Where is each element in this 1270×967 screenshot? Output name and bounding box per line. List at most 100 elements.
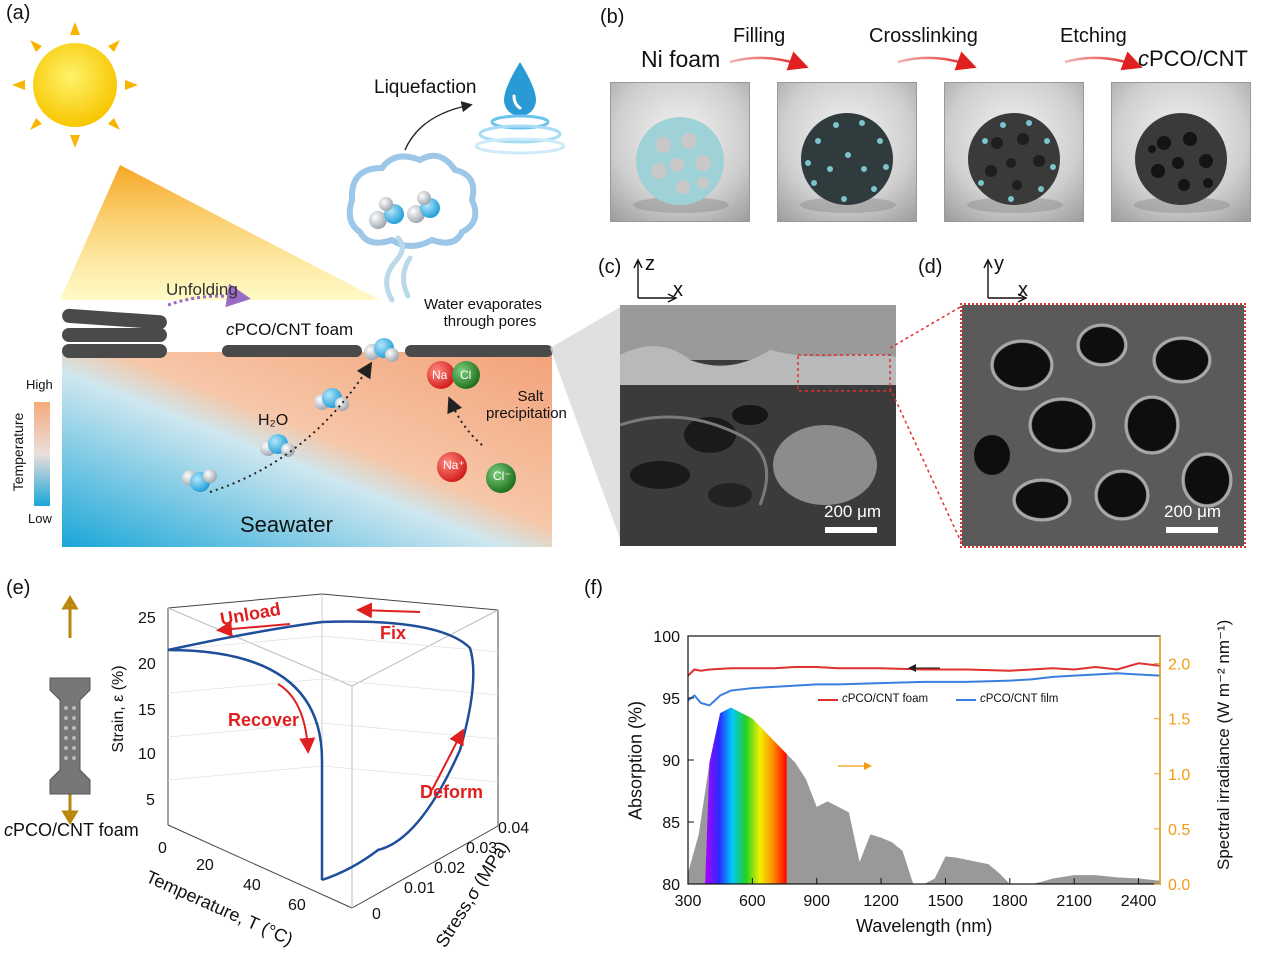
y2-tick-label: 1.0 (1168, 767, 1190, 784)
unfolding-label: Unfolding (166, 280, 238, 299)
foam-absorption-line (688, 662, 1160, 677)
sun-icon (12, 22, 138, 148)
cl-surface-label: Cl (460, 368, 472, 382)
sodium-ion-surface (427, 361, 455, 389)
stress-tick: 0.04 (498, 820, 530, 837)
temperature-tick: 40 (243, 877, 261, 894)
temperature-low-label: Low (28, 511, 52, 526)
y2-tick-label: 2.0 (1168, 657, 1190, 674)
legend-film-text: PCO/CNT film (985, 693, 1059, 705)
strain-tick: 5 (146, 792, 155, 809)
strain-tick: 15 (138, 702, 156, 719)
folded-foam-stack (62, 308, 167, 358)
sodium-ion-water (437, 452, 467, 482)
filled-foam-render (777, 82, 917, 222)
x-axis-label: Wavelength (nm) (856, 916, 993, 936)
foam-prefix: c (226, 320, 235, 339)
product-prefix: c (1138, 46, 1149, 71)
x-tick-label: 2100 (1056, 893, 1092, 910)
unload-arrow (216, 621, 291, 637)
y2-tick-label: 0.0 (1168, 877, 1190, 894)
cl-ion-label: Cl⁻ (493, 469, 511, 483)
d-scale-bar-label: 200 μm (1164, 502, 1222, 521)
right-axis-arrowhead (864, 762, 872, 770)
stress-tick: 0.03 (466, 840, 498, 857)
y-tick-label: 95 (662, 691, 680, 708)
visible-spectrum-area (705, 707, 787, 884)
deform-arrow (431, 728, 464, 791)
cloud-icon (346, 152, 479, 249)
c-axis-x: x (673, 279, 683, 301)
ni-foam-label: Ni foam (641, 46, 721, 72)
panel-label-f: (f) (584, 577, 603, 599)
y-tick-label: 80 (662, 877, 680, 894)
filling-arrow (729, 51, 809, 71)
evap-line-2: through pores (443, 313, 537, 330)
solar-evaporation-schematic (12, 22, 566, 547)
x-tick-label: 900 (803, 893, 830, 910)
water-molecule-icon (182, 469, 217, 492)
shape-memory-curve (167, 620, 475, 882)
unfolding-arrow (167, 283, 251, 308)
c-axis-z: z (645, 253, 655, 275)
salt-line-1: Salt (517, 388, 544, 405)
legend-film-label: cPCO/CNT film (980, 693, 1058, 705)
evap-line-1: Water evaporates (424, 296, 542, 313)
water-molecule-icon (369, 191, 440, 229)
d-axis-y: y (994, 253, 1004, 275)
temperature-tick: 0 (158, 840, 167, 857)
x-tick-label: 1800 (992, 893, 1028, 910)
temperature-tick: 20 (196, 857, 214, 874)
y-tick-label: 100 (653, 629, 680, 646)
fix-label: Fix (380, 623, 407, 643)
foam-label: cPCO/CNT foam (226, 320, 353, 340)
zx-axes-icon (633, 258, 678, 303)
panel-label-d: (d) (918, 256, 943, 278)
legend-foam-prefix: c (842, 693, 848, 705)
zoom-lines-d (890, 305, 963, 545)
evaporation-note: Water evaporates through pores (424, 296, 542, 330)
liquefaction-label: Liquefaction (374, 77, 477, 98)
c-scale-bar-label: 200 μm (824, 502, 882, 521)
panel-label-e: (e) (6, 577, 31, 599)
y-axis-label: Absorption (%) (625, 700, 646, 821)
etching-label: Etching (1060, 25, 1127, 47)
legend-foam-label: cPCO/CNT foam (842, 693, 928, 705)
sem-cross-section-image (620, 305, 896, 546)
x-tick-label: 600 (739, 893, 766, 910)
product-label-text: PCO/CNT (1149, 46, 1248, 71)
sunlight-beam (60, 165, 380, 300)
x-tick-label: 300 (675, 893, 702, 910)
cpco-cnt-render (1111, 82, 1251, 222)
x-tick-label: 2400 (1121, 893, 1157, 910)
product-label: cPCO/CNT (1138, 46, 1248, 72)
y2-tick-label: 1.5 (1168, 712, 1190, 729)
ni-foam-render (610, 82, 750, 222)
y2-tick-label: 0.5 (1168, 822, 1190, 839)
legend-foam-text: PCO/CNT foam (847, 693, 929, 705)
temperature-color-bar (34, 402, 50, 506)
sample-label-text: PCO/CNT foam (13, 820, 139, 840)
salt-precipitation-note: Salt precipitation (486, 388, 567, 422)
liquefaction-arrow (404, 101, 473, 151)
dogbone-sample-icon (49, 595, 91, 825)
sample-prefix: c (4, 820, 13, 840)
water-molecule-icon (314, 388, 349, 411)
d-axis-x: x (1018, 279, 1028, 301)
recover-label: Recover (228, 710, 300, 730)
strain-axis-label: Strain, ε (%) (110, 665, 127, 753)
stress-tick: 0.02 (434, 860, 466, 877)
yx-axes-icon (983, 258, 1028, 303)
shape-memory-3d-plot (49, 593, 499, 909)
h2o-label: H₂O (258, 412, 289, 429)
strain-tick: 10 (138, 746, 156, 763)
seawater-label: Seawater (240, 512, 333, 537)
temperature-tick: 60 (288, 897, 306, 914)
sem-top-view-image (960, 303, 1246, 548)
stress-tick: 0.01 (404, 880, 436, 897)
y2-axis-label: Spectral irradiance (W m⁻² nm⁻¹) (1214, 619, 1233, 870)
x-tick-label: 1200 (863, 893, 899, 910)
plot-box-frame (167, 593, 499, 909)
dogbone-sample-label: cPCO/CNT foam (4, 820, 139, 841)
y-tick-label: 85 (662, 815, 680, 832)
